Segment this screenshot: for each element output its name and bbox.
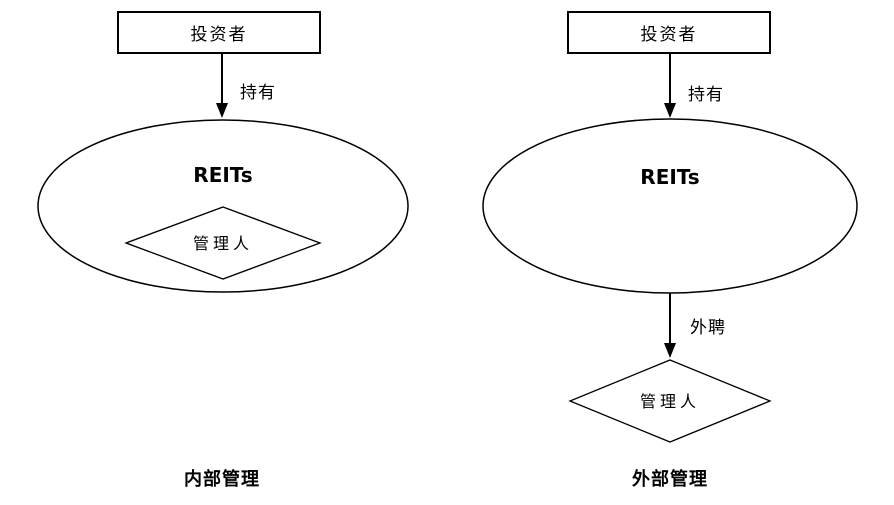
reits-label: REITs (640, 165, 699, 189)
hold-arrow (216, 53, 228, 118)
internal-management-group: 投资者 持有 REITs 管理人 内部管理 (37, 11, 409, 490)
manager-diamond (124, 206, 322, 280)
hire-label: 外聘 (690, 318, 726, 338)
external-management-caption: 外部管理 (632, 468, 708, 490)
arrowhead-icon (216, 103, 228, 118)
reits-label: REITs (193, 163, 252, 187)
manager-label: 管理人 (193, 234, 253, 253)
arrowhead-icon (664, 343, 676, 358)
external-management-group: 投资者 持有 REITs 外聘 管理人 外部管理 (482, 11, 858, 490)
hold-label: 持有 (240, 83, 276, 103)
investor-box (117, 11, 321, 54)
arrowhead-icon (664, 103, 676, 118)
hold-label: 持有 (688, 85, 724, 105)
investor-box (567, 11, 771, 54)
investor-label: 投资者 (641, 25, 698, 45)
reits-ellipse (37, 119, 409, 293)
hire-arrow (664, 293, 676, 358)
investor-label: 投资者 (191, 25, 248, 45)
hold-arrow (664, 53, 676, 118)
reits-ellipse (482, 118, 858, 294)
manager-label: 管理人 (640, 392, 700, 411)
internal-management-caption: 内部管理 (184, 468, 260, 490)
manager-diamond (568, 359, 772, 443)
